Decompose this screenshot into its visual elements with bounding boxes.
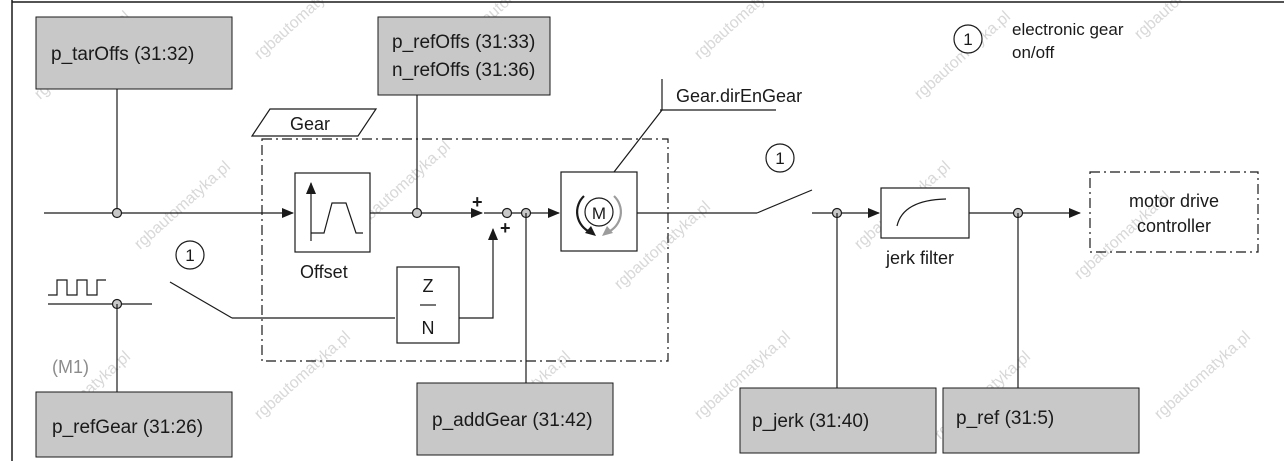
pulse-signal-icon: [48, 279, 106, 296]
param-box-ref-offs: p_refOffs (31:33) n_refOffs (31:36): [377, 16, 551, 96]
param-ref-label: p_ref (31:5): [956, 408, 1054, 429]
param-ref-offs-label: p_refOffs (31:33): [392, 32, 535, 53]
dir-en-gear-leader: [613, 79, 663, 173]
tap-node: [411, 207, 423, 219]
watermark-text: rgbautomatyka.pl: [251, 328, 354, 423]
m1-label: (M1): [52, 357, 89, 377]
legend: 1 electronic gear on/off: [953, 20, 1124, 62]
offset-label: Offset: [300, 262, 348, 282]
plus-sign-top: +: [472, 192, 483, 212]
watermark-text: rgbautomatyka.pl: [911, 8, 1014, 103]
offset-profile-icon: [311, 202, 363, 234]
param-tar-offs-label: p_tarOffs (31:32): [51, 44, 194, 65]
param-box-jerk: p_jerk (31:40): [739, 387, 937, 454]
svg-text:1: 1: [775, 149, 784, 168]
tap-node: [501, 207, 513, 219]
svg-text:1: 1: [185, 246, 194, 265]
dir-en-gear-label: Gear.dirEnGear: [676, 86, 802, 106]
watermark-text: rgbautomatyka.pl: [251, 0, 354, 63]
rotation-arrowhead-reverse-icon: [602, 226, 613, 236]
param-box-add-gear: p_addGear (31:42): [416, 382, 614, 456]
param-box-ref-gear: p_refGear (31:26): [35, 391, 233, 458]
watermark-text: rgbautomatyka.pl: [691, 0, 794, 63]
motor-icon: [584, 197, 614, 227]
legend-text-line2: on/off: [1012, 43, 1055, 62]
gear-tag-label: Gear: [290, 114, 330, 134]
param-jerk-label: p_jerk (31:40): [752, 411, 869, 432]
param-n-ref-offs-label: n_refOffs (31:36): [392, 60, 535, 81]
switch-marker-output: 1: [765, 143, 795, 173]
ratio-block: Z N: [396, 266, 460, 344]
rotation-arrow-reverse-icon: [607, 195, 622, 234]
rotation-arrow-icon: [576, 195, 591, 234]
legend-text-line1: electronic gear: [1012, 20, 1124, 39]
electronic-gear-block: M: [560, 171, 638, 252]
motor-symbol: M: [592, 204, 606, 223]
watermark-text: rgbautomatyka.pl: [131, 158, 234, 253]
input-switch: [169, 281, 233, 319]
gear-region-border: [261, 138, 669, 362]
gear-tag: Gear: [250, 108, 378, 137]
controller-label-line1: motor drive: [1129, 191, 1219, 211]
param-ref-gear-label: p_refGear (31:26): [52, 417, 203, 438]
ratio-denominator: N: [422, 318, 435, 338]
jerk-curve-icon: [896, 198, 947, 227]
ratio-to-sum-line: [459, 228, 498, 319]
jerk-filter-block: [880, 187, 970, 239]
param-add-gear-label: p_addGear (31:42): [432, 410, 593, 431]
jerk-filter-label: jerk filter: [885, 248, 954, 268]
rotation-arrowhead-icon: [585, 226, 596, 236]
motor-drive-controller-block: motor drive controller: [1089, 171, 1259, 253]
param-box-ref: p_ref (31:5): [942, 387, 1140, 454]
controller-label-line2: controller: [1137, 216, 1211, 236]
watermark-text: rgbautomatyka.pl: [1151, 328, 1254, 423]
plus-sign-bottom: +: [500, 218, 511, 238]
offset-block: [294, 172, 371, 253]
watermark-text: rgbautomatyka.pl: [1131, 0, 1234, 43]
switch-marker-input: 1: [175, 240, 205, 270]
param-box-tar-offs: p_tarOffs (31:32): [35, 16, 233, 90]
legend-marker: 1: [963, 30, 972, 49]
output-switch: [756, 189, 813, 214]
tap-node: [111, 207, 123, 219]
ratio-numerator: Z: [423, 276, 434, 296]
